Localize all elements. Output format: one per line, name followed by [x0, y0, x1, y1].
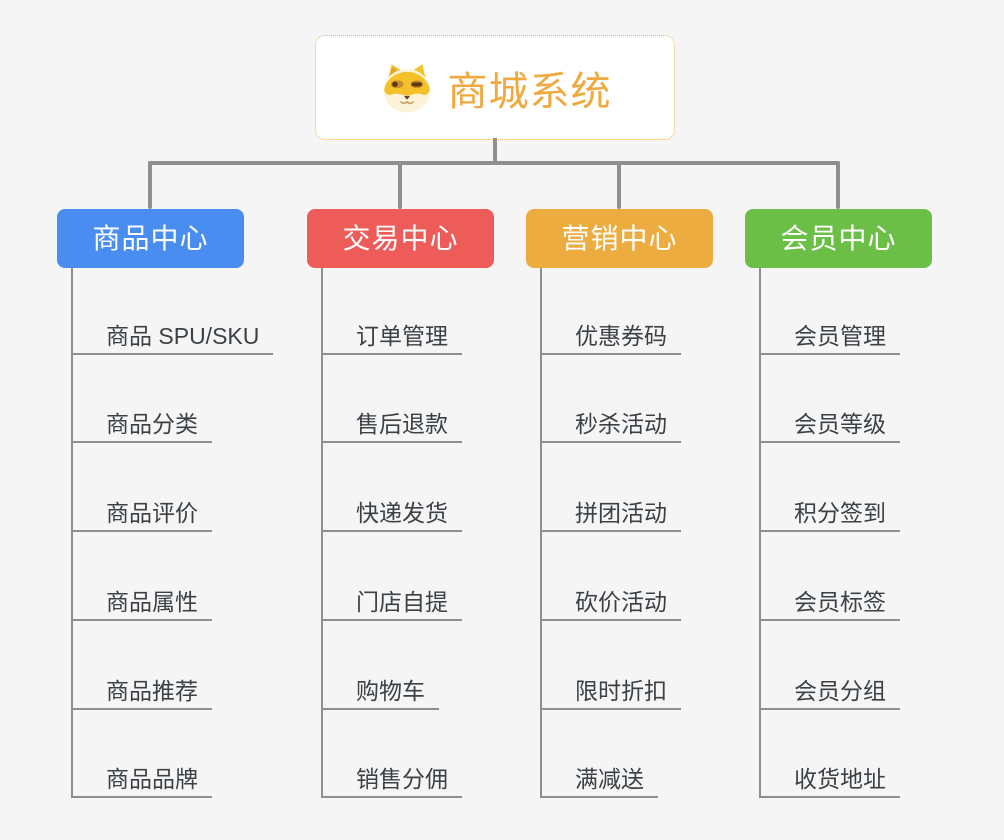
connector-drop-marketing [617, 161, 621, 209]
leaf-topic[interactable]: 商品推荐 [73, 674, 212, 710]
branch-children-products: 商品 SPU/SKU 商品分类 商品评价 商品属性 商品推荐 商品品牌 [71, 268, 303, 798]
leaf-topic[interactable]: 拼团活动 [542, 496, 681, 532]
root-topic-title: 商城系统 [447, 69, 612, 114]
leaf-topic[interactable]: 优惠券码 [542, 319, 681, 355]
connector-bus [148, 161, 840, 165]
branch-children-marketing: 优惠券码 秒杀活动 拼团活动 砍价活动 限时折扣 满减送 [540, 268, 772, 798]
leaf-topic[interactable]: 购物车 [323, 674, 439, 710]
root-topic[interactable]: 商城系统 [315, 35, 675, 140]
leaf-topic[interactable]: 会员等级 [761, 407, 900, 443]
leaf-topic[interactable]: 销售分佣 [323, 762, 462, 798]
leaf-topic[interactable]: 秒杀活动 [542, 407, 681, 443]
leaf-topic[interactable]: 订单管理 [323, 319, 462, 355]
leaf-topic[interactable]: 商品属性 [73, 585, 212, 621]
leaf-topic[interactable]: 会员分组 [761, 674, 900, 710]
leaf-topic[interactable]: 满减送 [542, 762, 658, 798]
connector-root-drop [493, 138, 497, 165]
leaf-topic[interactable]: 积分签到 [761, 496, 900, 532]
leaf-topic[interactable]: 收货地址 [761, 762, 900, 798]
leaf-topic[interactable]: 商品 SPU/SKU [73, 319, 274, 355]
branch-children-trade: 订单管理 售后退款 快递发货 门店自提 购物车 销售分佣 [321, 268, 553, 798]
leaf-topic[interactable]: 商品评价 [73, 496, 212, 532]
doge-icon [383, 63, 430, 113]
leaf-topic[interactable]: 会员标签 [761, 585, 900, 621]
leaf-topic[interactable]: 售后退款 [323, 407, 462, 443]
branch-topic-members[interactable]: 会员中心 [745, 209, 932, 268]
branch-topic-trade[interactable]: 交易中心 [307, 209, 494, 268]
leaf-topic[interactable]: 快递发货 [323, 496, 462, 532]
leaf-topic[interactable]: 门店自提 [323, 585, 462, 621]
branch-topic-products[interactable]: 商品中心 [57, 209, 244, 268]
leaf-topic[interactable]: 砍价活动 [542, 585, 681, 621]
leaf-topic[interactable]: 会员管理 [761, 319, 900, 355]
leaf-topic[interactable]: 商品分类 [73, 407, 212, 443]
branch-children-members: 会员管理 会员等级 积分签到 会员标签 会员分组 收货地址 [759, 268, 991, 798]
connector-drop-products [148, 161, 152, 209]
leaf-topic[interactable]: 限时折扣 [542, 674, 681, 710]
leaf-topic[interactable]: 商品品牌 [73, 762, 212, 798]
connector-drop-trade [398, 161, 402, 209]
branch-topic-marketing[interactable]: 营销中心 [526, 209, 713, 268]
connector-drop-members [836, 161, 840, 209]
